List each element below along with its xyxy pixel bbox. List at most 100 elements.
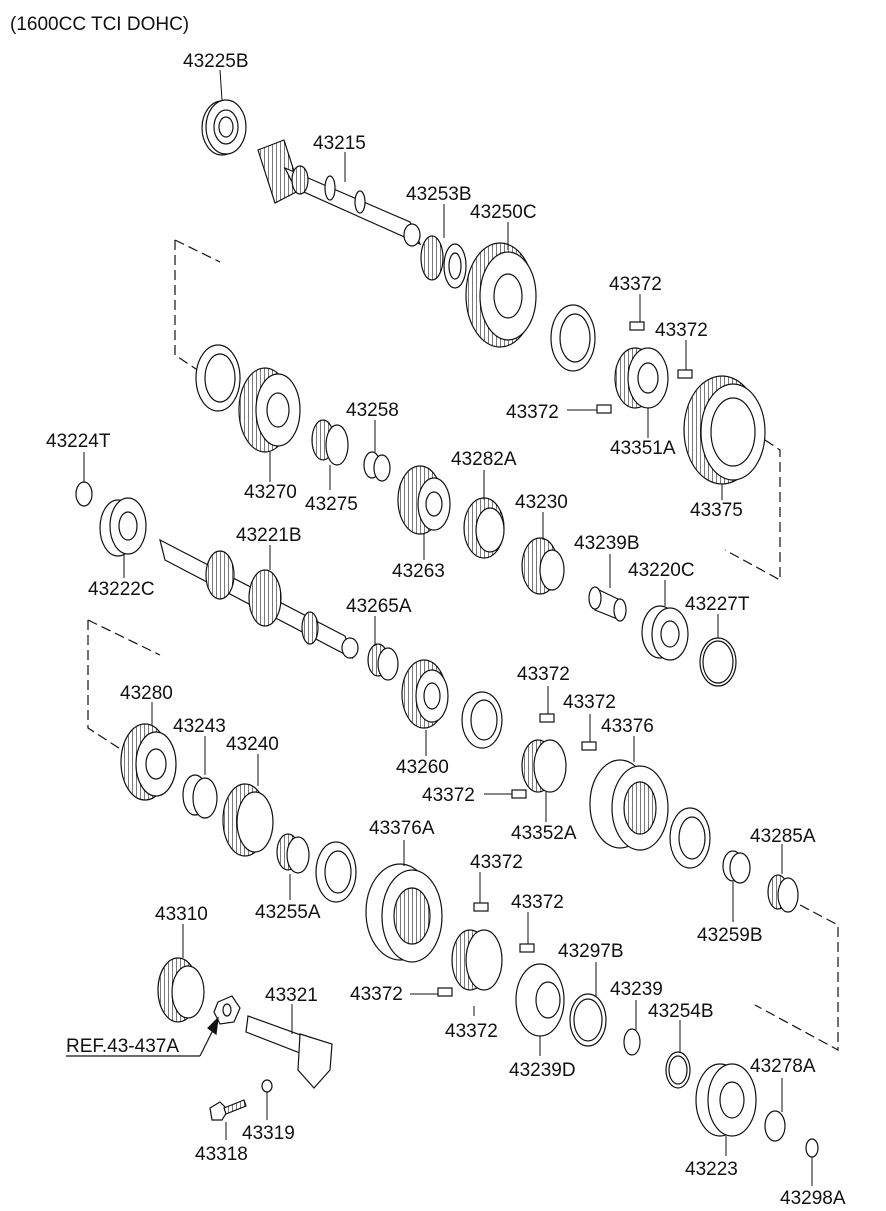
sleeve-43376 <box>589 759 669 851</box>
part-label[interactable]: 43351A <box>610 438 676 459</box>
needle-bearing-43253b <box>420 235 467 289</box>
gear-43260 <box>401 659 449 729</box>
nut <box>213 995 241 1025</box>
part-label[interactable]: 43224T <box>46 431 111 452</box>
part-label[interactable]: 43270 <box>244 482 297 503</box>
part-label[interactable]: 43254B <box>648 1001 714 1022</box>
part-label[interactable]: 43319 <box>242 1123 295 1144</box>
part-label[interactable]: 43372 <box>563 692 616 713</box>
part-label[interactable]: 43239B <box>574 533 640 554</box>
part-label[interactable]: 43243 <box>173 716 226 737</box>
part-label[interactable]: 43298A <box>780 1188 846 1209</box>
part-label[interactable]: 43285A <box>750 826 816 847</box>
sleeve-43375 <box>683 375 766 485</box>
part-label[interactable]: 43352A <box>511 823 577 844</box>
key-43372-c <box>596 404 612 414</box>
part-label[interactable]: 43239 <box>610 979 663 1000</box>
part-label[interactable]: 43220C <box>628 560 695 581</box>
ring-43239 <box>623 1028 641 1056</box>
part-label[interactable]: 43372 <box>517 664 570 685</box>
part-label[interactable]: 43253B <box>406 184 472 205</box>
part-label[interactable]: 43239D <box>509 1060 576 1081</box>
sleeve-43239b <box>588 586 627 622</box>
part-label[interactable]: 43265A <box>346 596 412 617</box>
needle-bearing-43265a <box>367 643 399 681</box>
part-label[interactable]: 43280 <box>120 683 173 704</box>
bushing-43243 <box>182 774 218 819</box>
part-label[interactable]: 43250C <box>470 202 537 223</box>
part-label[interactable]: 43227T <box>685 594 750 615</box>
part-label[interactable]: 43372 <box>470 852 523 873</box>
snap-ring-43224t <box>75 481 93 507</box>
plate-43239d <box>515 963 565 1037</box>
bushing-43258 <box>363 451 391 482</box>
part-label[interactable]: 43221B <box>236 525 302 546</box>
part-label[interactable]: 43372 <box>506 402 559 423</box>
key-43372-e <box>581 741 597 751</box>
part-label[interactable]: 43297B <box>558 941 624 962</box>
part-label[interactable]: 43255A <box>255 902 321 923</box>
bearing-43222c <box>99 497 147 557</box>
gear-43240 <box>222 783 274 857</box>
key-43372-f <box>511 789 527 799</box>
shift-shaft-43321 <box>245 1015 333 1089</box>
part-label[interactable]: 43321 <box>265 985 318 1006</box>
synchro-ring-43376 <box>669 807 711 869</box>
synchro-ring-43270 <box>195 344 241 412</box>
part-label[interactable]: 43222C <box>88 579 155 600</box>
part-label[interactable]: 43372 <box>445 1021 498 1042</box>
part-label[interactable]: 43372 <box>422 785 475 806</box>
synchro-ring-43255a <box>315 841 357 903</box>
part-label[interactable]: 43225B <box>183 51 249 72</box>
part-label[interactable]: 43263 <box>392 561 445 582</box>
gear-43280 <box>120 723 177 801</box>
gear-43310 <box>157 957 205 1023</box>
part-label[interactable]: 43310 <box>155 904 208 925</box>
bearing-43225b <box>201 99 247 156</box>
part-label[interactable]: 43258 <box>346 400 399 421</box>
key-43372-b <box>677 369 693 379</box>
part-label[interactable]: 43372 <box>609 274 662 295</box>
needle-bearing-43255a <box>276 833 310 874</box>
synchro-ring-43260 <box>461 691 503 749</box>
engine-spec-title: (1600CC TCI DOHC) <box>10 14 190 35</box>
part-label[interactable]: 43376A <box>369 818 435 839</box>
sleeve-43376a <box>365 863 443 963</box>
part-label[interactable]: 43230 <box>515 492 568 513</box>
part-label[interactable]: 43282A <box>451 449 517 470</box>
part-label[interactable]: 43376 <box>601 716 654 737</box>
gear-43263 <box>397 465 451 535</box>
part-label[interactable]: 43372 <box>350 984 403 1005</box>
bushing-43259b <box>722 850 751 884</box>
key-43372-g <box>473 902 489 912</box>
key-43372-h <box>519 943 535 953</box>
part-label[interactable]: 43278A <box>750 1056 816 1077</box>
part-label[interactable]: 43372 <box>655 320 708 341</box>
part-label[interactable]: 43215 <box>313 133 366 154</box>
part-label[interactable]: 43275 <box>305 494 358 515</box>
reference-label: REF.43-437A <box>66 1036 180 1057</box>
gear-43250c <box>465 242 537 348</box>
key-43372-a <box>629 321 645 331</box>
part-label[interactable]: 43260 <box>396 757 449 778</box>
needle-bearing-43285a <box>767 874 799 913</box>
gear-43282a <box>463 497 505 559</box>
ring-43298a <box>805 1138 819 1158</box>
part-label[interactable]: 43375 <box>690 500 743 521</box>
synchro-hub-lower <box>451 929 503 991</box>
shaft-43215 <box>257 139 422 247</box>
part-label[interactable]: 43240 <box>226 734 279 755</box>
key-43372-d <box>539 713 555 723</box>
part-label[interactable]: 43372 <box>511 892 564 913</box>
snap-ring-43278a <box>764 1110 786 1142</box>
part-label[interactable]: 43223 <box>685 1159 738 1180</box>
shaft-43221b <box>159 538 359 660</box>
key-43372-i <box>437 987 453 997</box>
o-ring-43319 <box>261 1079 273 1093</box>
part-label[interactable]: 43259B <box>697 925 763 946</box>
part-label[interactable]: 43318 <box>195 1144 248 1165</box>
snap-ring-43227t <box>699 637 737 687</box>
synchro-hub-43352a <box>521 739 567 793</box>
